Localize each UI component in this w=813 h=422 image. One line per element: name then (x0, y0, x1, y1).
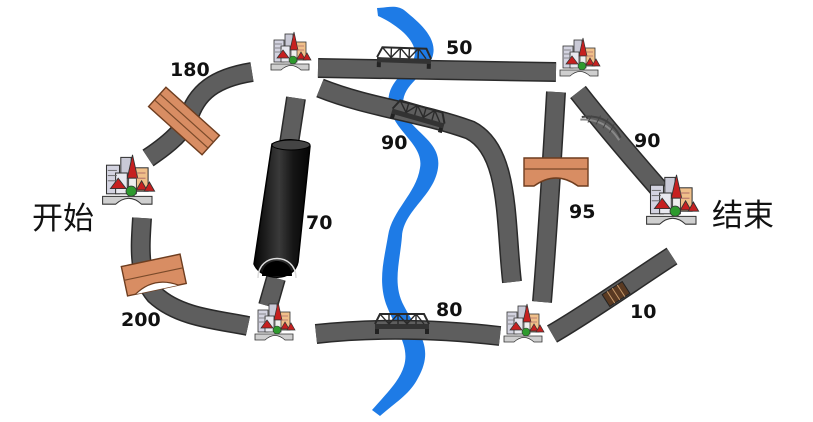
town-icon-top-right (559, 37, 601, 77)
weight-tunnel: 70 (306, 212, 332, 234)
town-icon-start (102, 154, 156, 205)
rope-bridge-icon (601, 280, 631, 308)
roads (130, 58, 678, 346)
road-top (317, 59, 557, 81)
arch-bridge-icon (580, 115, 622, 141)
weight-right-upper: 90 (634, 130, 660, 152)
road-bottom (315, 321, 501, 345)
road-tunnel-bottom (259, 275, 285, 309)
weight-right-lower: 10 (630, 301, 656, 323)
road-right-vertical (533, 91, 565, 303)
road-right-upper (571, 86, 667, 196)
stone-bridge-icon (147, 86, 221, 156)
weight-top-left: 180 (170, 59, 210, 81)
weight-right-vertical: 95 (569, 201, 595, 223)
weight-bottom-bridge: 80 (436, 299, 462, 321)
road-bottom-left (132, 217, 250, 335)
end-label: 结束 (712, 198, 774, 234)
weight-river-diagonal: 90 (381, 132, 407, 154)
town-icon-bottom-right (503, 303, 545, 343)
start-label: 开始 (32, 201, 94, 237)
tunnel-icon (253, 139, 311, 279)
river (372, 6, 439, 416)
road-diagonal (316, 80, 521, 283)
stone-bridge-icon (120, 253, 188, 297)
town-icon-bottom-left (254, 301, 296, 341)
town-icon-top-left (270, 31, 312, 71)
weight-bottom-left: 200 (121, 309, 161, 331)
arch-bridge-icon (523, 157, 589, 187)
weight-top-bridge: 50 (446, 37, 472, 59)
